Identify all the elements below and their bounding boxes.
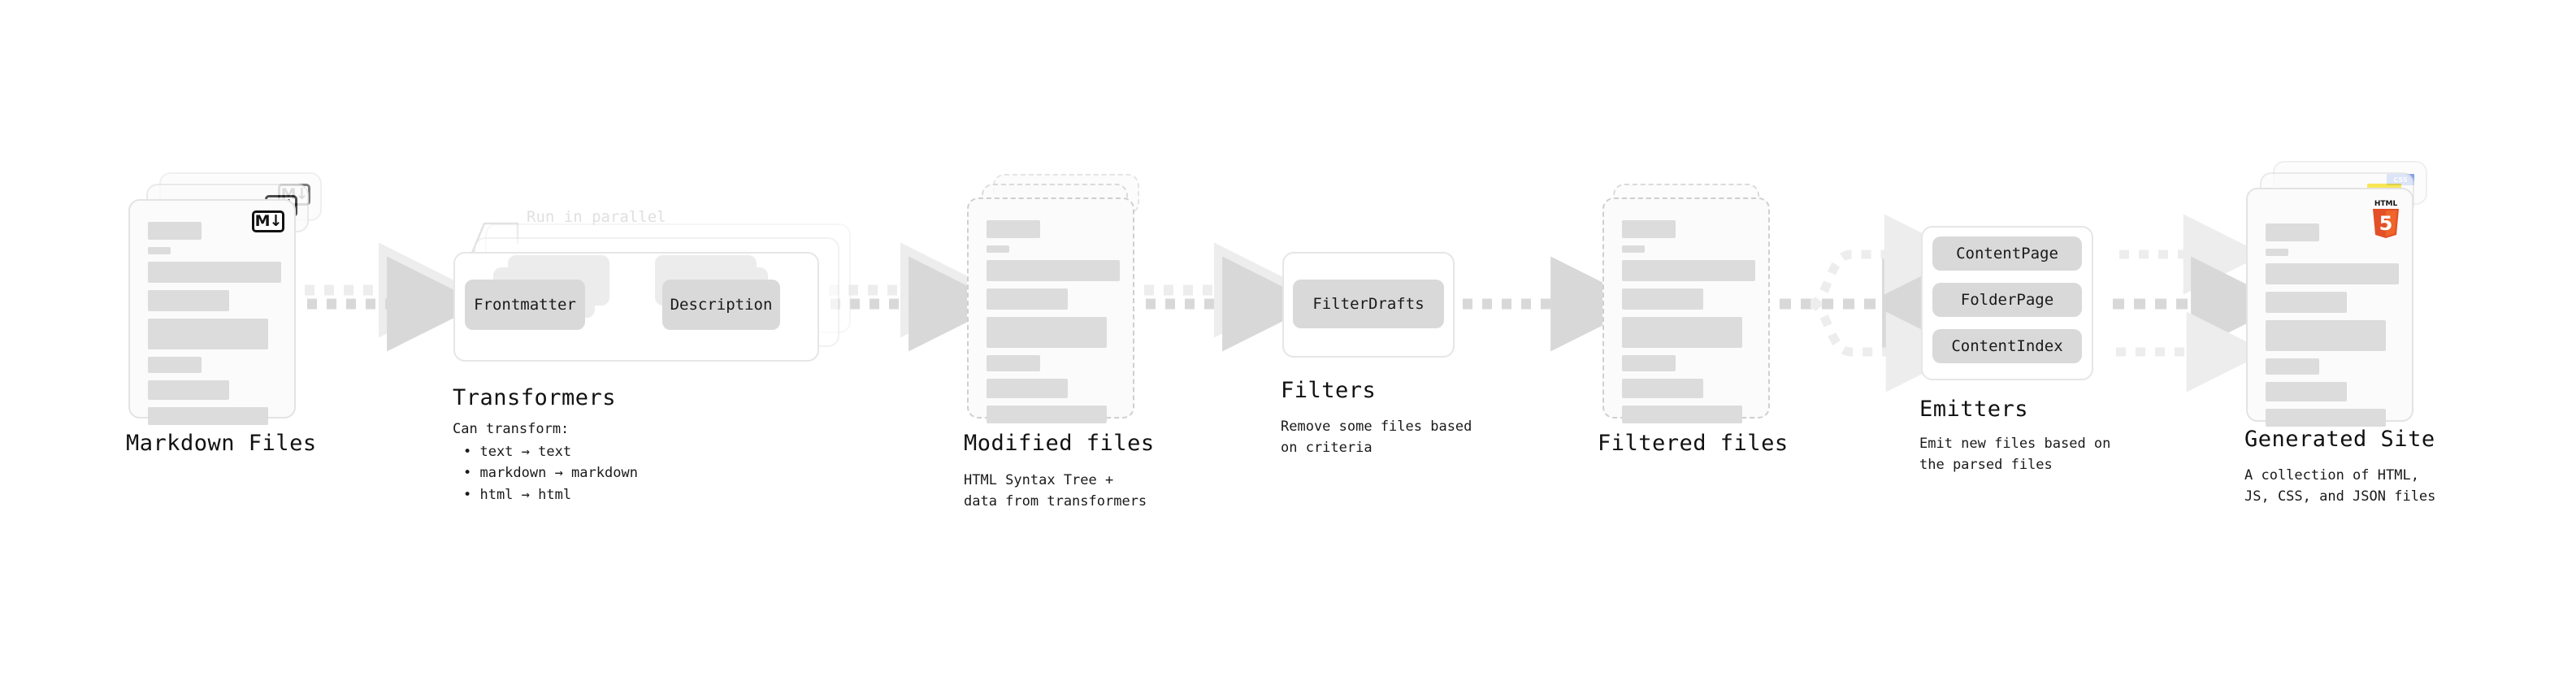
- filters-title: Filters: [1281, 378, 1377, 403]
- modified-card-front[interactable]: [967, 197, 1134, 423]
- modified-placeholder-lines: [987, 220, 1120, 431]
- filter-drafts-pill[interactable]: FilterDrafts: [1293, 280, 1444, 328]
- arrow-emitters-to-site: [2113, 214, 2287, 393]
- frontmatter-pill[interactable]: Frontmatter: [465, 280, 585, 330]
- emitters-title: Emitters: [1919, 397, 2029, 422]
- markdown-card-front[interactable]: M↓: [128, 199, 296, 425]
- filtered-card-front[interactable]: [1602, 197, 1770, 423]
- generated-placeholder-lines: [2266, 223, 2399, 434]
- modified-files-title: Modified files: [964, 431, 1155, 456]
- arrow-modified-to-filters: [1144, 242, 1318, 352]
- markdown-placeholder-lines: [148, 222, 281, 432]
- arrow-markdown-to-transformers: [305, 242, 483, 352]
- generated-site-subtitle: A collection of HTML, JS, CSS, and JSON …: [2244, 467, 2436, 505]
- transformers-bullet-1: • markdown → markdown: [463, 465, 638, 482]
- folder-page-pill[interactable]: FolderPage: [1932, 283, 2082, 317]
- transformers-bullet-2: • html → html: [463, 486, 572, 503]
- transformers-bullets: • text → text • markdown → markdown • ht…: [463, 441, 638, 505]
- run-in-parallel-note: Run in parallel: [527, 208, 666, 226]
- svg-text:HTML: HTML: [2374, 200, 2398, 208]
- markdown-icon: M↓: [252, 210, 284, 232]
- svg-text:5: 5: [2379, 212, 2393, 235]
- content-page-pill[interactable]: ContentPage: [1932, 236, 2082, 271]
- filtered-files-title: Filtered files: [1598, 431, 1789, 456]
- arrow-filtered-to-emitters: [1780, 214, 1978, 393]
- generated-site-title: Generated Site: [2244, 427, 2435, 452]
- modified-files-subtitle: HTML Syntax Tree + data from transformer…: [964, 472, 1147, 510]
- filters-subtitle: Remove some files based on criteria: [1281, 419, 1472, 457]
- transformers-bullet-0: • text → text: [463, 444, 572, 460]
- html5-icon: HTML 5: [2368, 197, 2404, 238]
- transformers-title: Transformers: [453, 385, 617, 410]
- description-pill[interactable]: Description: [662, 280, 780, 330]
- markdown-files-title: Markdown Files: [126, 431, 317, 456]
- generated-card-front[interactable]: HTML 5: [2246, 188, 2413, 427]
- filtered-placeholder-lines: [1622, 220, 1755, 431]
- emitters-subtitle: Emit new files based on the parsed files: [1919, 436, 2111, 474]
- transformers-subtitle: Can transform:: [453, 421, 570, 437]
- content-index-pill[interactable]: ContentIndex: [1932, 329, 2082, 363]
